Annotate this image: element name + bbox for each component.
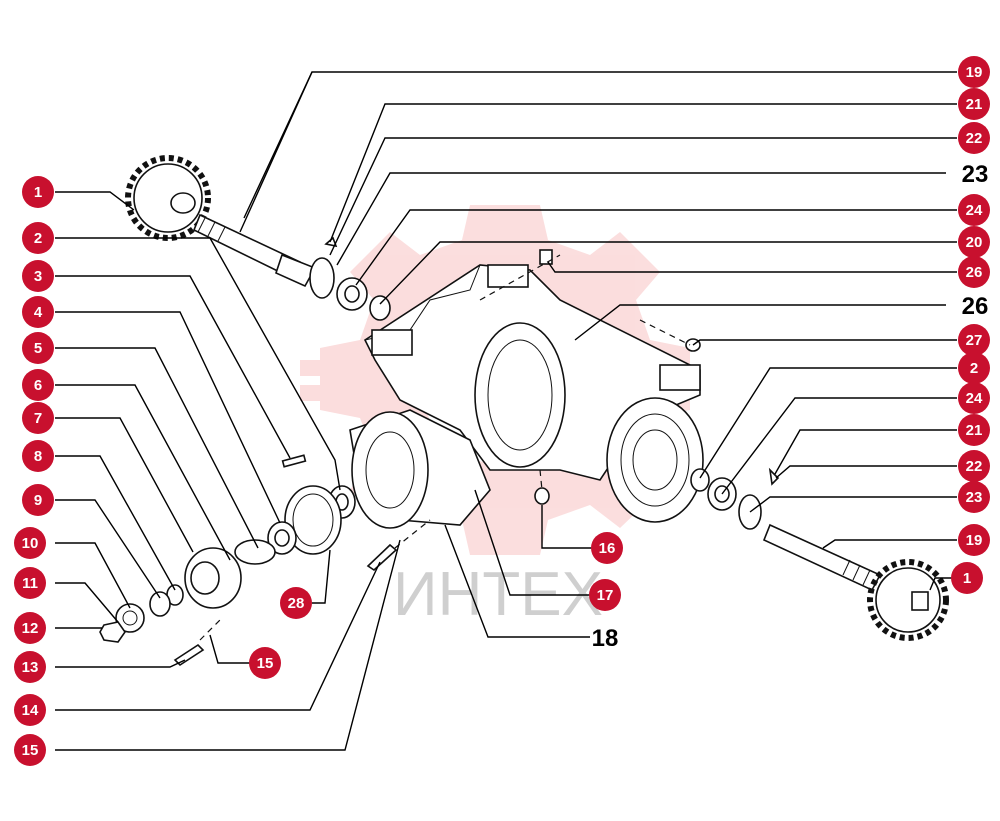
callout-7: 7 — [22, 402, 54, 434]
o-ring-5-part — [234, 539, 276, 565]
callout-9: 9 — [22, 484, 54, 516]
svg-text:11: 11 — [22, 575, 38, 592]
callout-2-left: 2 — [22, 222, 54, 254]
gasket-28-part — [284, 485, 342, 555]
differential-carrier-part — [349, 409, 491, 529]
callout-19-top: 19 — [958, 56, 990, 88]
svg-text:23: 23 — [966, 489, 983, 506]
bearing-4-part — [267, 521, 297, 555]
svg-text:21: 21 — [966, 96, 983, 113]
svg-text:9: 9 — [34, 492, 42, 509]
washer-20-part — [369, 295, 391, 321]
bolt-14-part — [366, 543, 398, 572]
svg-text:19: 19 — [966, 532, 983, 549]
svg-text:13: 13 — [22, 659, 39, 676]
callout-23-top: 23 — [962, 161, 989, 188]
shim-9-part — [149, 591, 171, 617]
pin-3-part — [281, 454, 307, 468]
svg-text:4: 4 — [34, 304, 43, 321]
svg-text:2: 2 — [970, 360, 978, 377]
svg-text:17: 17 — [597, 587, 614, 604]
pinion-housing-6-part — [184, 547, 242, 609]
svg-text:20: 20 — [966, 234, 983, 251]
callout-21-right: 21 — [958, 414, 990, 446]
svg-text:21: 21 — [966, 422, 983, 439]
callout-3: 3 — [22, 260, 54, 292]
svg-text:16: 16 — [599, 540, 616, 557]
svg-text:15: 15 — [257, 655, 274, 672]
svg-text:22: 22 — [966, 458, 983, 475]
callout-8: 8 — [22, 440, 54, 472]
svg-text:28: 28 — [288, 595, 305, 612]
svg-text:26: 26 — [962, 293, 989, 320]
svg-text:26: 26 — [966, 264, 983, 281]
svg-text:19: 19 — [966, 64, 983, 81]
plug-26-part — [539, 249, 553, 265]
bolt-21-top-part — [324, 236, 338, 248]
callout-5: 5 — [22, 332, 54, 364]
housing-right-flange-part — [606, 397, 704, 523]
callout-13: 13 — [14, 651, 46, 683]
svg-text:22: 22 — [966, 130, 983, 147]
callout-28: 28 — [280, 587, 312, 619]
callout-17: 17 — [589, 579, 621, 611]
svg-text:2: 2 — [34, 230, 42, 247]
callout-22-right: 22 — [958, 450, 990, 482]
svg-text:1: 1 — [34, 184, 42, 201]
callout-1-right: 1 — [951, 562, 983, 594]
svg-text:18: 18 — [592, 625, 619, 652]
seal-ring-top-part — [309, 257, 335, 299]
callout-19-right: 19 — [958, 524, 990, 556]
bolt-21-right-part — [768, 467, 780, 486]
svg-text:3: 3 — [34, 268, 42, 285]
callout-15-mid: 15 — [249, 647, 281, 679]
callout-10: 10 — [14, 527, 46, 559]
callout-24-top: 24 — [958, 194, 990, 226]
callout-24-right: 24 — [958, 382, 990, 414]
callout-22-top: 22 — [958, 122, 990, 154]
left-axle-shaft-part — [192, 213, 317, 288]
callout-16: 16 — [591, 532, 623, 564]
svg-text:15: 15 — [22, 742, 39, 759]
washer-2-right-part — [690, 468, 710, 492]
svg-text:7: 7 — [34, 410, 42, 427]
callout-27: 27 — [958, 324, 990, 356]
callout-15-bottom: 15 — [14, 734, 46, 766]
callout-6: 6 — [22, 369, 54, 401]
bearing-top-part — [336, 277, 368, 311]
svg-text:6: 6 — [34, 377, 42, 394]
plug-16-part — [534, 487, 550, 505]
callout-4: 4 — [22, 296, 54, 328]
svg-text:12: 12 — [22, 620, 39, 637]
svg-text:24: 24 — [966, 202, 983, 219]
assembly-lines — [199, 254, 691, 641]
callout-26-plain: 26 — [962, 293, 989, 320]
callout-14: 14 — [14, 694, 46, 726]
svg-text:23: 23 — [962, 161, 989, 188]
svg-text:27: 27 — [966, 332, 983, 349]
svg-text:24: 24 — [966, 390, 983, 407]
callout-21-top: 21 — [958, 88, 990, 120]
callout-12: 12 — [14, 612, 46, 644]
right-axle-shaft-part — [762, 523, 882, 592]
svg-text:1: 1 — [963, 570, 971, 587]
callout-2-right: 2 — [958, 352, 990, 384]
leader-lines — [55, 71, 957, 751]
svg-text:8: 8 — [34, 448, 42, 465]
svg-text:10: 10 — [22, 535, 39, 552]
svg-text:5: 5 — [34, 340, 42, 357]
callout-26-top: 26 — [958, 256, 990, 288]
right-gear-part — [867, 559, 949, 641]
left-gear-part — [125, 155, 211, 241]
callout-11: 11 — [14, 567, 46, 599]
seal-10-part — [115, 603, 145, 633]
svg-text:14: 14 — [22, 702, 39, 719]
callout-1-left: 1 — [22, 176, 54, 208]
callout-18: 18 — [592, 625, 619, 652]
callout-20: 20 — [958, 226, 990, 258]
callout-23-right: 23 — [958, 481, 990, 513]
